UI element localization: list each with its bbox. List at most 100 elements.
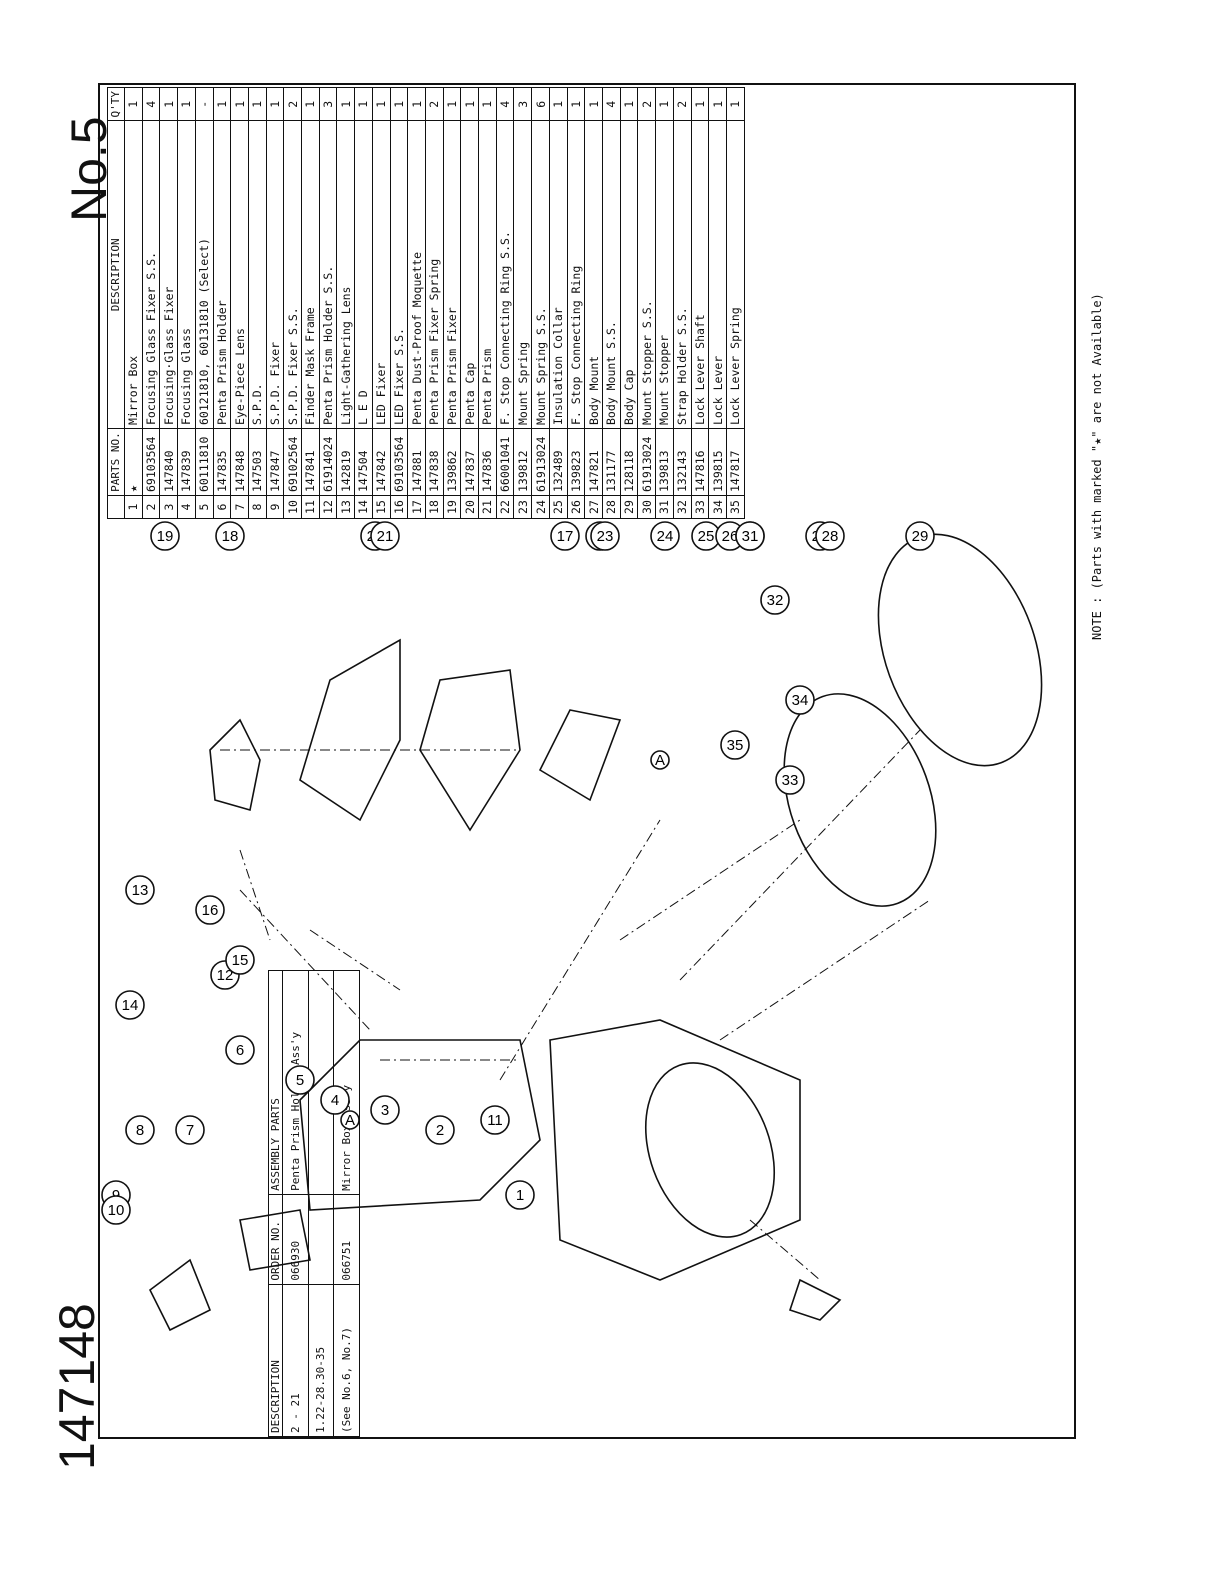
- part-description: F. Stop Connecting Ring: [567, 121, 585, 429]
- part-description: Light-Gathering Lens: [336, 121, 355, 429]
- col-description-header: DESCRIPTION: [107, 121, 125, 429]
- svg-text:A: A: [345, 1112, 355, 1129]
- part-code: 139813: [655, 428, 674, 496]
- callout-16: 16: [195, 895, 225, 925]
- part-code: 147821: [584, 428, 603, 496]
- callout-17: 17: [550, 521, 580, 551]
- part-code: 147838: [425, 428, 444, 496]
- part-description: L E D: [354, 121, 373, 429]
- part-number-index: 22: [496, 495, 514, 519]
- part-qty: 1: [372, 87, 391, 121]
- part-code: 147837: [460, 428, 479, 496]
- part-qty: 1: [460, 87, 479, 121]
- part-number-index: 2: [142, 495, 160, 519]
- part-description: Lock Lever Spring: [726, 121, 745, 429]
- part-description: S.P.D. Fixer S.S.: [283, 121, 302, 429]
- callout-35: 35: [720, 730, 750, 760]
- part-code: 147817: [726, 428, 745, 496]
- part-qty: 1: [567, 87, 585, 121]
- part-code: 69103564: [142, 428, 160, 496]
- svg-text:15: 15: [232, 952, 249, 969]
- part-code: 147835: [213, 428, 231, 496]
- svg-text:29: 29: [912, 528, 929, 545]
- ref-marker-a-prism: A: [650, 750, 670, 770]
- part-qty: 1: [620, 87, 638, 121]
- part-qty: 1: [266, 87, 284, 121]
- part-qty: 2: [637, 87, 656, 121]
- part-number-index: 7: [230, 495, 249, 519]
- part-code: 66001041: [496, 428, 514, 496]
- part-number-index: 30: [637, 495, 656, 519]
- part-code: 147842: [372, 428, 391, 496]
- part-number-index: 5: [195, 495, 214, 519]
- part-description: LED Fixer S.S.: [390, 121, 408, 429]
- part-number-index: 14: [354, 495, 373, 519]
- part-code: 147504: [354, 428, 373, 496]
- part-qty: 1: [301, 87, 320, 121]
- part-number-index: 27: [584, 495, 603, 519]
- part-description: Focusing Glass: [177, 121, 196, 429]
- svg-text:35: 35: [727, 737, 744, 754]
- callout-32: 32: [760, 585, 790, 615]
- part-number-index: 10: [283, 495, 302, 519]
- part-description: Penta Prism Holder S.S.: [319, 121, 337, 429]
- callout-24: 24: [650, 521, 680, 551]
- svg-text:24: 24: [657, 528, 674, 545]
- part-number-index: 18: [425, 495, 444, 519]
- part-number-index: 4: [177, 495, 196, 519]
- callout-29: 29: [905, 521, 935, 551]
- part-code: 128118: [620, 428, 638, 496]
- part-description: Lock Lever Shaft: [691, 121, 709, 429]
- svg-text:12: 12: [217, 967, 234, 984]
- callout-25: 25: [691, 521, 721, 551]
- callout-4: 4: [320, 1085, 350, 1115]
- part-qty: 1: [549, 87, 568, 121]
- part-description: Focusing Glass Fixer S.S.: [142, 121, 160, 429]
- callout-31: 31: [735, 521, 765, 551]
- callout-19: 19: [150, 521, 180, 551]
- part-qty: 1: [177, 87, 196, 121]
- part-qty: 4: [496, 87, 514, 121]
- part-description: Mount Spring: [513, 121, 532, 429]
- part-qty: 1: [726, 87, 745, 121]
- part-number-index: 32: [673, 495, 691, 519]
- svg-text:17: 17: [557, 528, 574, 545]
- mirror-box-throat-shape: [644, 1062, 776, 1238]
- part-description: Penta Prism Holder: [213, 121, 231, 429]
- part-code: 61914024: [319, 428, 337, 496]
- part-code: 60111810: [195, 428, 214, 496]
- body-mount-shape: [783, 693, 937, 907]
- svg-text:3: 3: [381, 1102, 389, 1119]
- part-description: Strap Holder S.S.: [673, 121, 691, 429]
- callout-2: 2: [425, 1115, 455, 1145]
- part-qty: 1: [407, 87, 426, 121]
- part-code: 139862: [443, 428, 461, 496]
- mirror-box-shape: [549, 1019, 801, 1281]
- svg-text:33: 33: [782, 772, 799, 789]
- part-description: S.P.D.: [248, 121, 267, 429]
- part-number-index: 19: [443, 495, 461, 519]
- part-number-index: 25: [549, 495, 568, 519]
- part-code: 147839: [177, 428, 196, 496]
- svg-text:23: 23: [597, 528, 614, 545]
- part-code: 147841: [301, 428, 320, 496]
- part-code: 147881: [407, 428, 426, 496]
- lock-lever-shape: [788, 1278, 842, 1321]
